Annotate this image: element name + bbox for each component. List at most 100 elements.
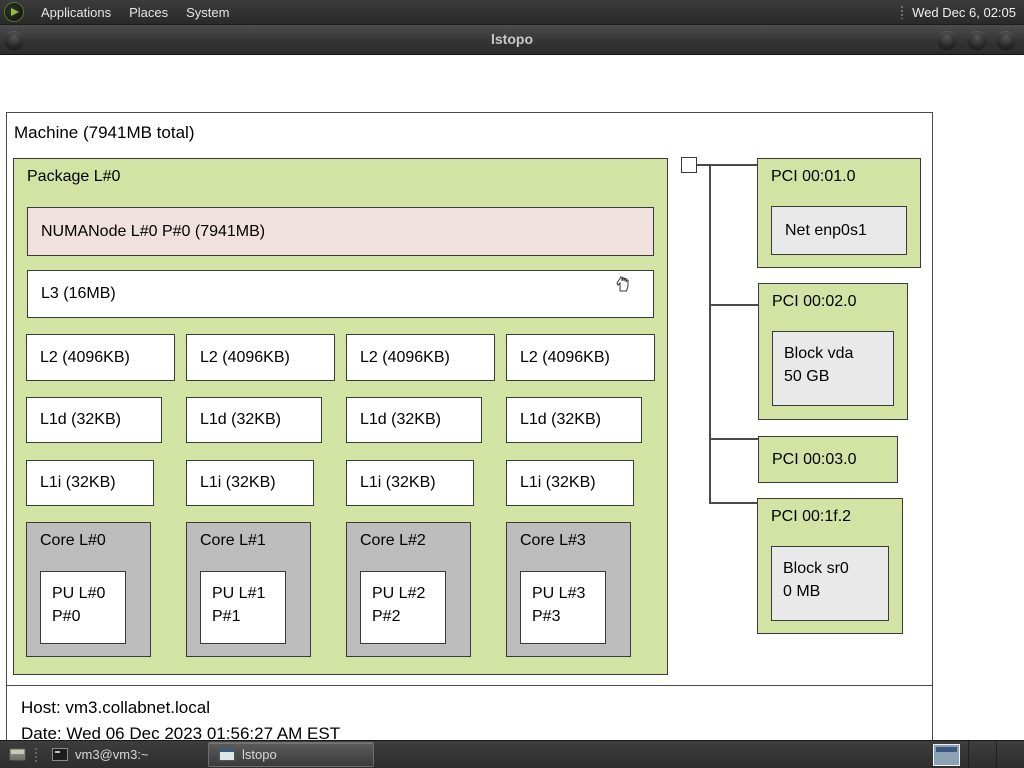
l1d-cache-box: L1d (32KB) — [506, 397, 642, 443]
window-title: lstopo — [491, 31, 533, 47]
core-label: Core L#3 — [520, 532, 586, 549]
core-label: Core L#0 — [40, 532, 106, 549]
pu-pnum: P#2 — [372, 608, 401, 625]
pu-pnum: P#0 — [52, 608, 81, 625]
task-lstopo[interactable]: lstopo — [208, 742, 374, 767]
l2-cache-box: L2 (4096KB) — [26, 334, 175, 381]
core-label: Core L#1 — [200, 532, 266, 549]
l1d-cache-label: L1d (32KB) — [200, 411, 281, 428]
panel-drag-handle[interactable] — [900, 5, 905, 19]
task-label: lstopo — [242, 747, 277, 762]
pci-trunk-line — [709, 164, 711, 504]
l1d-cache-box: L1d (32KB) — [346, 397, 482, 443]
window-icon — [219, 748, 235, 761]
taskbar: vm3@vm3:~ lstopo — [0, 740, 1024, 768]
pci-label: PCI 00:02.0 — [772, 293, 857, 310]
taskbar-separator — [34, 746, 38, 763]
block-device-size: 0 MB — [783, 583, 821, 600]
pci-box: PCI 00:02.0 Block vda 50 GB — [758, 283, 908, 420]
package-label: Package L#0 — [27, 168, 121, 185]
task-label: vm3@vm3:~ — [75, 747, 149, 762]
show-desktop-button[interactable] — [4, 744, 30, 766]
l2-cache-label: L2 (4096KB) — [520, 348, 610, 366]
distro-logo-icon[interactable] — [4, 2, 24, 22]
pu-pnum: P#1 — [212, 608, 241, 625]
pu-label: PU L#0 — [52, 585, 106, 602]
net-device-box: Net enp0s1 — [771, 206, 907, 255]
legend-host: Host: vm3.collabnet.local — [21, 698, 210, 717]
l3-cache-label: L3 (16MB) — [41, 285, 116, 302]
pci-box: PCI 00:1f.2 Block sr0 0 MB — [757, 498, 903, 634]
l2-cache-label: L2 (4096KB) — [200, 348, 290, 366]
panel-clock[interactable]: Wed Dec 6, 02:05 — [912, 4, 1016, 20]
menu-applications[interactable]: Applications — [41, 4, 112, 20]
pu-label: PU L#2 — [372, 585, 426, 602]
machine-label: Machine (7941MB total) — [14, 123, 195, 142]
pci-label: PCI 00:03.0 — [772, 450, 857, 468]
l1d-cache-box: L1d (32KB) — [186, 397, 322, 443]
block-device-box: Block vda 50 GB — [772, 331, 894, 406]
block-device-box: Block sr0 0 MB — [771, 546, 889, 621]
l1d-cache-box: L1d (32KB) — [26, 397, 162, 443]
block-device-label: Block sr0 — [783, 560, 849, 577]
window-titlebar[interactable]: lstopo — [0, 25, 1024, 55]
l3-cache-box: L3 (16MB) — [27, 270, 654, 318]
task-terminal[interactable]: vm3@vm3:~ — [42, 742, 204, 767]
l2-cache-box: L2 (4096KB) — [506, 334, 655, 381]
pu-label: PU L#3 — [532, 585, 586, 602]
legend-date: Date: Wed 06 Dec 2023 01:56:27 AM EST — [21, 724, 341, 743]
l1i-cache-box: L1i (32KB) — [26, 460, 154, 506]
l2-cache-box: L2 (4096KB) — [346, 334, 495, 381]
pci-box: PCI 00:03.0 — [758, 436, 898, 483]
pci-label: PCI 00:1f.2 — [771, 508, 852, 525]
menu-system[interactable]: System — [186, 4, 230, 20]
l2-cache-box: L2 (4096KB) — [186, 334, 335, 381]
numanode-label: NUMANode L#0 P#0 (7941MB) — [41, 222, 266, 240]
pu-label: PU L#1 — [212, 585, 266, 602]
pci-label: PCI 00:01.0 — [771, 168, 856, 185]
close-button[interactable] — [997, 31, 1015, 49]
l1d-cache-label: L1d (32KB) — [360, 411, 441, 428]
hostbridge-box — [681, 157, 697, 173]
l1i-cache-box: L1i (32KB) — [346, 460, 474, 506]
top-panel: Applications Places System Wed Dec 6, 02… — [0, 0, 1024, 25]
pu-pnum: P#3 — [532, 608, 561, 625]
terminal-icon — [52, 748, 68, 761]
window-menu-button[interactable] — [5, 31, 23, 49]
numanode-box: NUMANode L#0 P#0 (7941MB) — [27, 207, 654, 256]
l1i-cache-label: L1i (32KB) — [360, 474, 436, 491]
pci-connector-line — [697, 164, 757, 166]
net-device-label: Net enp0s1 — [785, 221, 867, 239]
desktop-icon — [8, 748, 26, 761]
menu-places[interactable]: Places — [129, 4, 169, 20]
block-device-label: Block vda — [784, 345, 854, 362]
pci-connector-line — [709, 304, 758, 306]
l1i-cache-label: L1i (32KB) — [200, 474, 276, 491]
l1i-cache-box: L1i (32KB) — [506, 460, 634, 506]
l1d-cache-label: L1d (32KB) — [40, 411, 121, 428]
pci-box: PCI 00:01.0 Net enp0s1 — [757, 158, 921, 268]
hand-cursor-icon — [616, 276, 629, 292]
l1i-cache-label: L1i (32KB) — [40, 474, 116, 491]
l1i-cache-label: L1i (32KB) — [520, 474, 596, 491]
l2-cache-label: L2 (4096KB) — [360, 348, 450, 366]
taskbar-applet[interactable] — [968, 741, 996, 768]
taskbar-applet[interactable] — [996, 741, 1024, 768]
l1d-cache-label: L1d (32KB) — [520, 411, 601, 428]
pci-connector-line — [709, 502, 757, 504]
core-label: Core L#2 — [360, 532, 426, 549]
minimize-button[interactable] — [938, 31, 956, 49]
workspace-switcher[interactable] — [933, 743, 960, 766]
block-device-size: 50 GB — [784, 368, 830, 385]
pci-connector-line — [709, 438, 758, 440]
maximize-button[interactable] — [968, 31, 986, 49]
